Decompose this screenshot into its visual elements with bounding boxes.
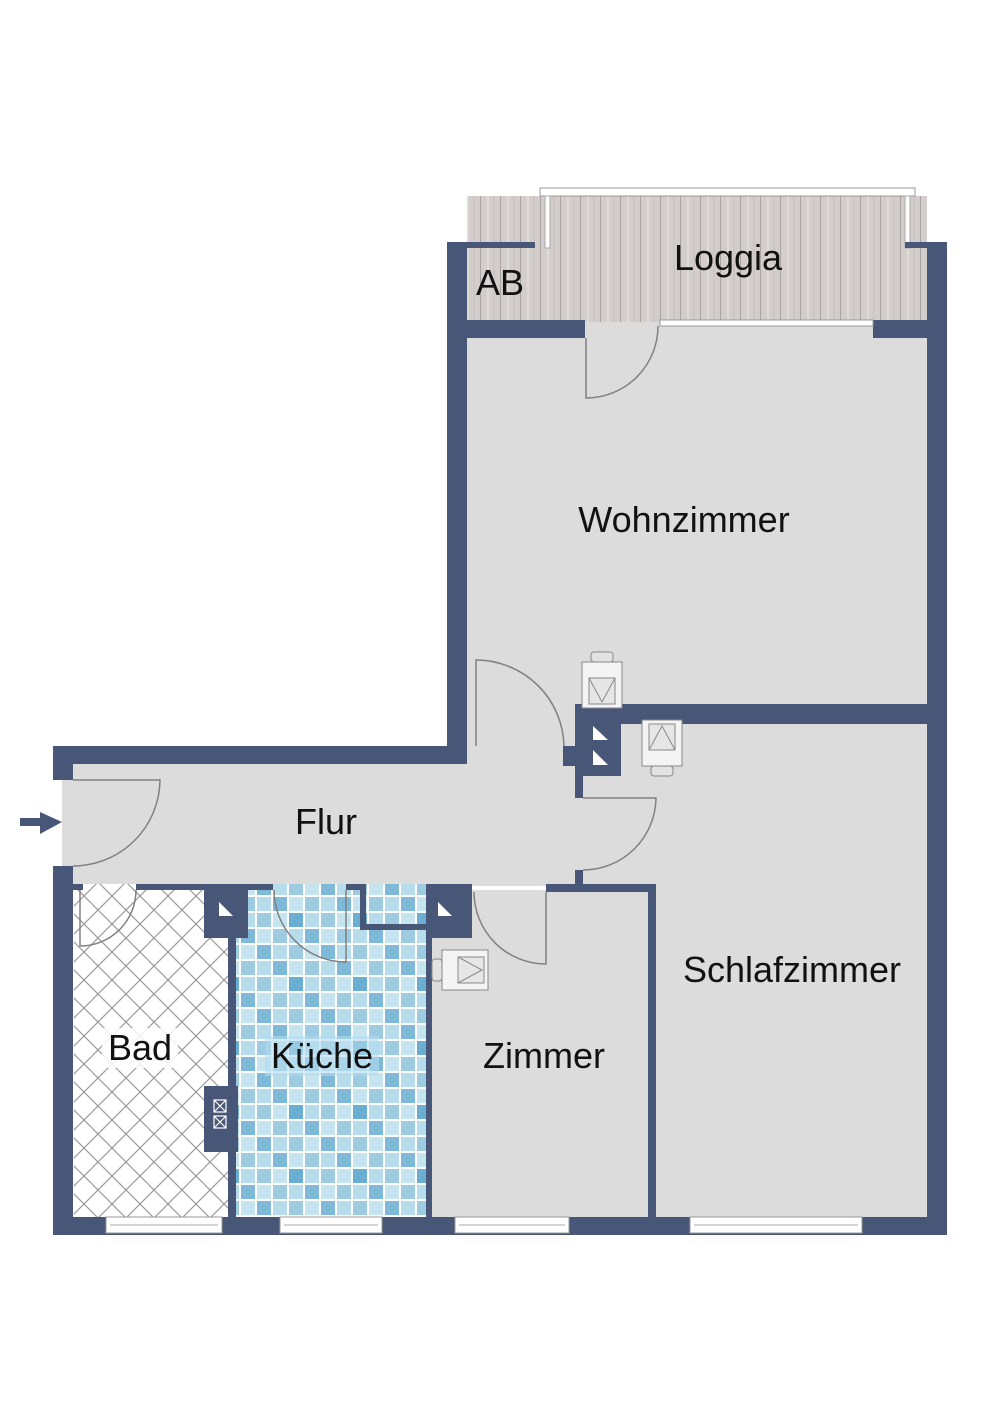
walls xyxy=(53,187,947,1235)
room-label-loggia: Loggia xyxy=(673,237,783,278)
zimmer-floor xyxy=(430,890,648,1217)
entrance-arrow-icon xyxy=(20,812,62,834)
doors xyxy=(72,325,659,965)
windows xyxy=(105,1216,863,1234)
shaft-icon xyxy=(219,726,608,916)
room-label-kueche: Küche xyxy=(264,1036,380,1076)
room-label-zimmer: Zimmer xyxy=(483,1035,605,1076)
wohnzimmer-floor xyxy=(467,322,927,706)
vent-icon xyxy=(213,1099,227,1129)
room-label-bad: Bad xyxy=(101,1028,179,1068)
room-label-schlafzimmer: Schlafzimmer xyxy=(682,949,902,990)
loggia-floor xyxy=(467,196,927,322)
room-label-ab: AB xyxy=(475,262,525,303)
room-label-flur: Flur xyxy=(295,801,357,842)
room-label-wohnzimmer: Wohnzimmer xyxy=(578,499,790,540)
flur-floor xyxy=(62,764,580,886)
